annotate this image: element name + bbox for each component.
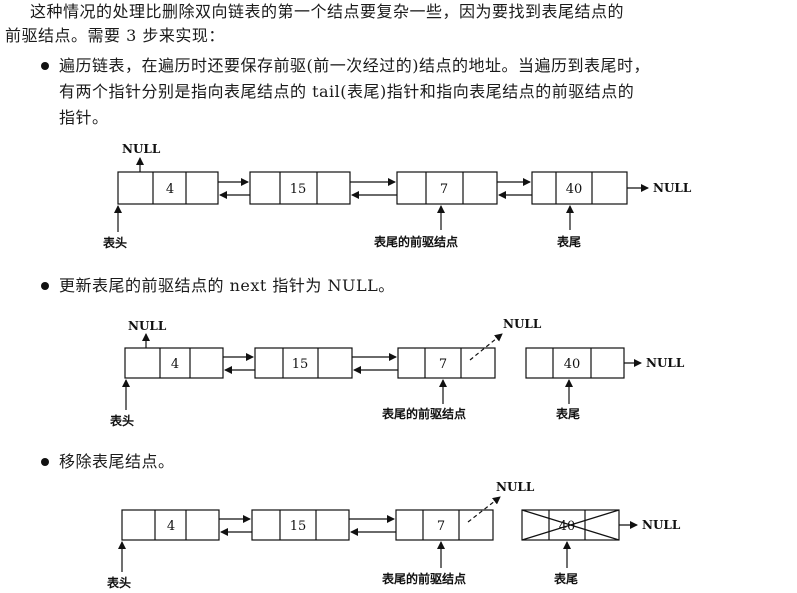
null-label: NULL: [496, 480, 535, 494]
prev-label: 表尾的前驱结点: [373, 234, 458, 249]
step-1-line-3: 指针。: [59, 108, 109, 127]
null-label: NULL: [128, 319, 167, 333]
node-15: [254, 347, 353, 379]
tail-label: 表尾: [556, 234, 581, 249]
node-15: [251, 509, 350, 541]
node-value: 7: [437, 519, 445, 534]
tail-label: 表尾: [553, 571, 578, 586]
tail-label: 表尾: [555, 406, 580, 421]
node-7: [396, 171, 498, 205]
prev-label: 表尾的前驱结点: [381, 406, 466, 421]
node-4: [124, 347, 224, 379]
step-2-line-1: 更新表尾的前驱结点的 next 指针为 NULL。: [59, 276, 395, 295]
node-7: [395, 509, 494, 541]
intro-line-1: 这种情况的处理比删除双向链表的第一个结点要复杂一些，因为要找到表尾结点的: [30, 2, 625, 21]
new-null-arrow: [469, 333, 503, 361]
diagram-2: [122, 333, 642, 410]
node-15: [249, 171, 351, 205]
bullet-1: [41, 62, 49, 70]
diagram-3: [118, 496, 638, 572]
bullet-3: [41, 458, 49, 466]
node-value: 7: [439, 357, 447, 372]
null-label: NULL: [503, 317, 542, 331]
node-value: 7: [440, 182, 448, 197]
removed-node-value: 40: [559, 519, 576, 534]
node-value: 40: [564, 357, 581, 372]
bullet-2: [41, 282, 49, 290]
node-value: 4: [167, 519, 175, 534]
null-label: NULL: [122, 142, 161, 156]
node-value: 4: [171, 357, 179, 372]
prev-label: 表尾的前驱结点: [381, 571, 466, 586]
node-value: 15: [292, 357, 309, 372]
node-value: 15: [290, 519, 307, 534]
step-1-line-1: 遍历链表，在遍历时还要保存前驱(前一次经过的)结点的地址。当遍历到表尾时，: [59, 56, 650, 75]
null-label: NULL: [653, 181, 692, 195]
null-label: NULL: [646, 356, 685, 370]
node-4: [117, 171, 219, 205]
step-3-line-1: 移除表尾结点。: [59, 452, 175, 471]
intro-line-2: 前驱结点。需要 3 步来实现：: [5, 26, 225, 45]
head-label: 表头: [102, 235, 127, 250]
node-4: [121, 509, 220, 541]
null-label: NULL: [642, 518, 681, 532]
diagram-1: [114, 157, 649, 232]
node-value: 40: [566, 182, 583, 197]
head-label: 表头: [109, 413, 134, 428]
node-value: 15: [290, 182, 307, 197]
step-1-line-2: 有两个指针分别是指向表尾结点的 tail(表尾)指针和指向表尾结点的前驱结点的: [59, 82, 635, 101]
head-label: 表头: [106, 575, 131, 590]
node-value: 4: [166, 182, 174, 197]
node-7: [397, 347, 496, 379]
